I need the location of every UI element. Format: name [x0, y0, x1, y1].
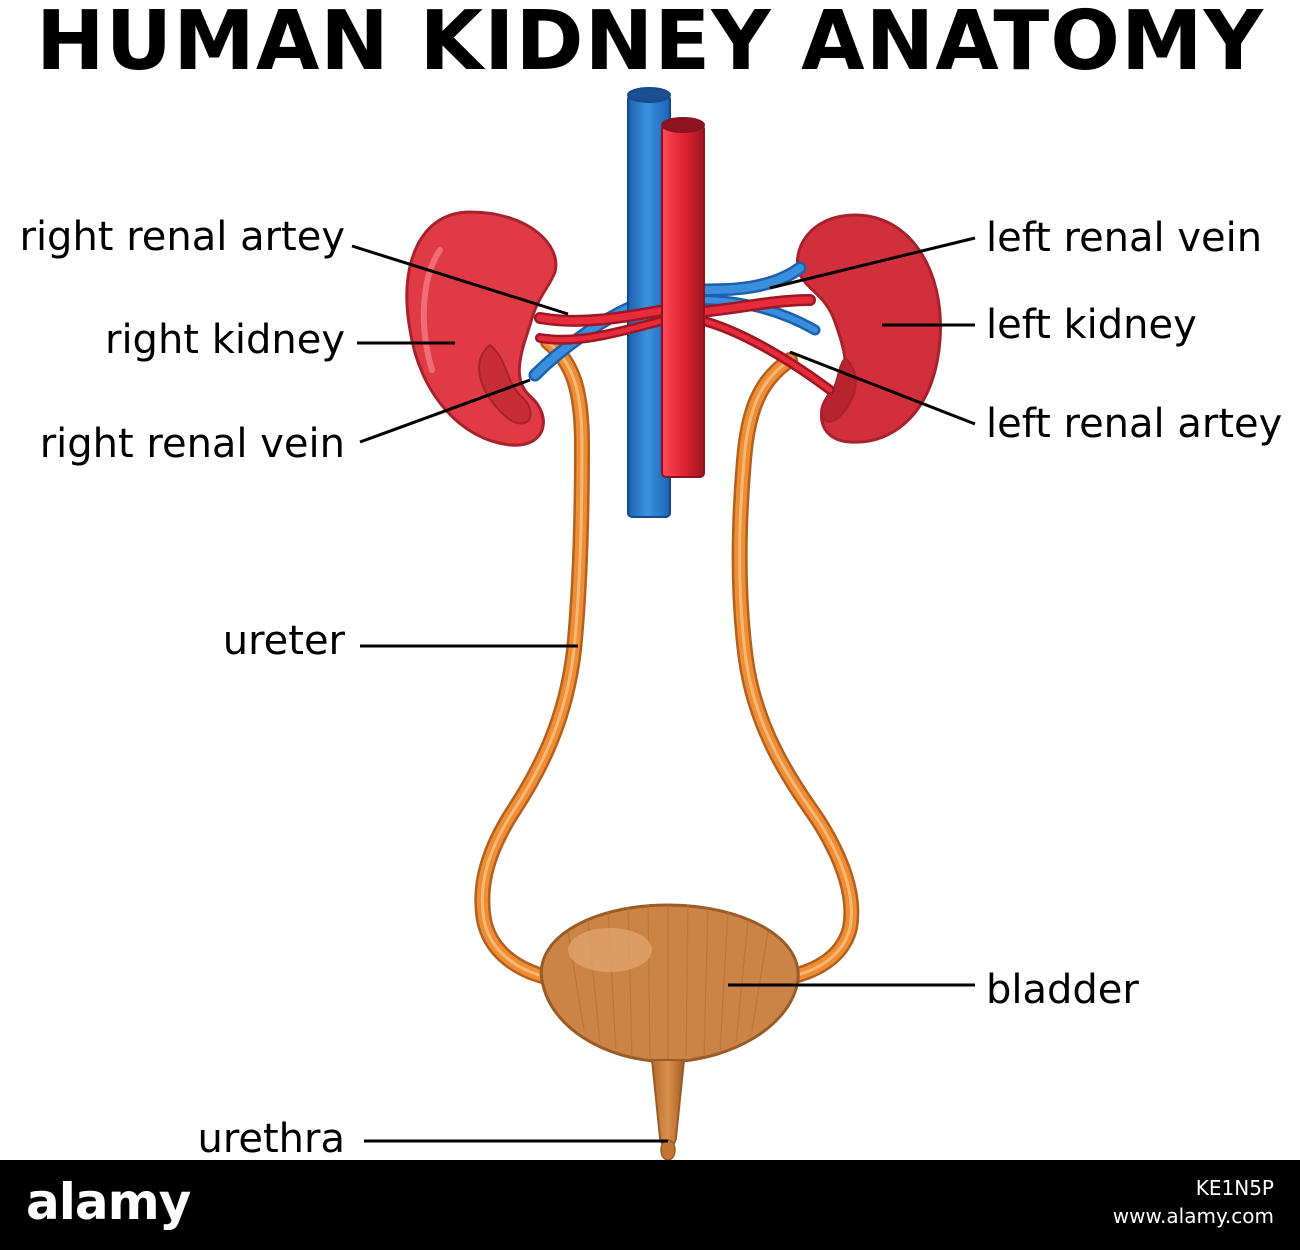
diagram-title: HUMAN KIDNEY ANATOMY	[36, 0, 1264, 89]
vena-cava	[627, 87, 671, 518]
label-ureter: ureter	[222, 618, 345, 664]
label-urethra: urethra	[197, 1116, 345, 1162]
label-left-renal-vein: left renal vein	[986, 215, 1263, 261]
label-bladder: bladder	[986, 967, 1139, 1013]
right-ureter	[731, 352, 860, 984]
watermark-footer: alamy KE1N5P www.alamy.com	[0, 1160, 1300, 1250]
brand-logo: alamy	[26, 1173, 191, 1231]
aorta	[661, 117, 705, 478]
label-right-renal-artery: right renal artey	[19, 214, 346, 260]
right-kidney-shape	[405, 210, 558, 447]
leader-lines	[351, 236, 976, 1143]
leader-left-renal-vein	[769, 236, 976, 290]
label-right-kidney: right kidney	[105, 317, 345, 363]
leader-right-renal-vein	[359, 378, 531, 444]
left-ureter	[474, 334, 591, 986]
bladder-shape	[539, 903, 800, 1160]
leader-left-renal-artery	[789, 350, 976, 426]
footer-info: KE1N5P www.alamy.com	[1113, 1174, 1274, 1230]
label-left-renal-artery: left renal artey	[986, 401, 1283, 447]
label-right-renal-vein: right renal vein	[39, 421, 345, 467]
label-left-kidney: left kidney	[986, 302, 1197, 348]
site-url: www.alamy.com	[1112, 1204, 1274, 1228]
image-id: KE1N5P	[1195, 1176, 1274, 1200]
kidney-illustration	[351, 87, 976, 1160]
leader-right-renal-artery	[351, 244, 569, 316]
renal-arteries	[534, 294, 835, 395]
